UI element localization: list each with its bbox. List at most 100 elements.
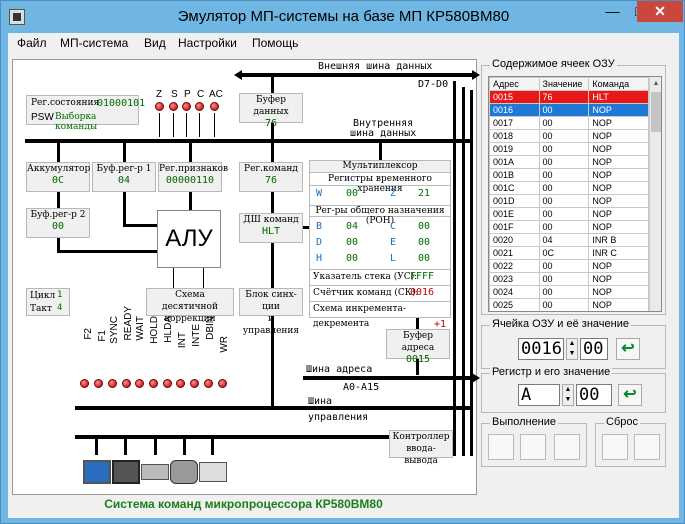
ram-command-cell: INR B <box>588 233 649 247</box>
scroll-up-icon[interactable]: ▲ <box>652 80 660 87</box>
printer-icon[interactable] <box>199 462 227 482</box>
address-bus-label: Шина адреса <box>306 364 373 375</box>
register-panel: Регистр и его значение A ▲▼ 00 ↩ <box>481 366 666 413</box>
sync-control-unit: Блок синх-ции и управления <box>239 288 303 336</box>
buffer-register-2: Буф.рег-р 2 00 <box>26 208 90 238</box>
ram-value-cell: 00 <box>538 168 590 182</box>
flags-register: Рег.признаков 00000110 <box>158 162 228 192</box>
scroll-thumb[interactable] <box>651 92 661 132</box>
address-bus-pins: A0-A15 <box>343 382 380 393</box>
app-icon[interactable] <box>9 9 25 25</box>
ram-command-cell: NOP <box>588 168 649 182</box>
ram-command-cell: NOP <box>588 116 649 130</box>
ram-value-cell: 00 <box>538 129 590 143</box>
ram-address-cell: 0015 <box>489 90 540 104</box>
menu-settings[interactable]: Настройки <box>178 36 237 50</box>
ram-command-cell: NOP <box>588 103 649 117</box>
ram-address-cell: 001C <box>489 181 540 195</box>
register-value-input[interactable]: 00 <box>576 384 612 406</box>
wait-led <box>135 379 144 388</box>
ram-address-stepper[interactable]: ▲▼ <box>566 338 578 360</box>
register-stepper[interactable]: ▲▼ <box>562 384 574 406</box>
address-buffer: Буфер адреса 0015 <box>386 329 450 365</box>
accumulator: Аккумулятор 0C <box>26 162 90 192</box>
ram-address-cell: 0016 <box>489 103 540 117</box>
multiplexer: Мультиплексор Регистры временного хранен… <box>309 160 451 330</box>
ram-scrollbar[interactable]: ▲ <box>649 77 661 311</box>
menu-bar: Файл МП-система Вид Настройки Помощь <box>8 33 679 53</box>
ram-command-cell: NOP <box>588 181 649 195</box>
external-data-pins: D7-D0 <box>418 79 449 90</box>
ram-address-cell: 0023 <box>489 272 540 286</box>
minimize-button[interactable]: — <box>605 3 620 19</box>
ram-address-cell: 001F <box>489 220 540 234</box>
internal-bus-label-1: Внутренняя <box>353 118 414 129</box>
hlda-led <box>163 379 172 388</box>
reset-panel: Сброс <box>595 416 666 467</box>
accumulator-value: 0C <box>51 175 65 186</box>
incdec-value: +1 <box>434 319 447 330</box>
reset-memory-button[interactable] <box>602 434 628 460</box>
close-button[interactable]: ✕ <box>637 1 683 22</box>
ram-value-cell: 76 <box>538 90 590 104</box>
buffer-register-1: Буф.рег-р 1 04 <box>92 162 156 192</box>
ram-address-cell: 0021 <box>489 246 540 260</box>
disk-drive-icon[interactable] <box>141 464 169 480</box>
ram-value-cell: 00 <box>538 259 590 273</box>
ram-command-cell: NOP <box>588 298 649 311</box>
reg-b-value: 04 <box>346 221 359 232</box>
register-apply-button[interactable]: ↩ <box>618 384 642 406</box>
ram-address-input[interactable]: 0016 <box>518 338 564 360</box>
floppy-disk-icon[interactable] <box>112 460 140 484</box>
monitor-icon[interactable] <box>83 460 111 484</box>
command-register: Рег.команд 76 <box>239 162 303 192</box>
ram-address-cell: 001E <box>489 207 540 221</box>
reg-h-value: 00 <box>346 253 359 264</box>
ram-value-cell: 00 <box>538 194 590 208</box>
reg-e-value: 00 <box>418 237 431 248</box>
menu-view[interactable]: Вид <box>144 36 166 50</box>
ram-address-cell: 0024 <box>489 285 540 299</box>
ram-value-cell: 00 <box>538 207 590 221</box>
ram-apply-button[interactable]: ↩ <box>616 338 640 360</box>
ram-address-cell: 001A <box>489 155 540 169</box>
menu-help[interactable]: Помощь <box>252 36 299 50</box>
ram-address-cell: 0017 <box>489 116 540 130</box>
control-bus-label-1: Шина <box>308 396 333 407</box>
menu-file[interactable]: Файл <box>17 36 47 50</box>
ram-value-cell: 00 <box>538 103 590 117</box>
register-select[interactable]: A <box>518 384 560 406</box>
cycle-step-button[interactable] <box>554 434 580 460</box>
data-buffer: Буфер данных 76 <box>239 93 303 129</box>
ram-command-cell: NOP <box>588 259 649 273</box>
tape-reels-icon[interactable] <box>170 460 198 484</box>
reset-registers-button[interactable] <box>634 434 660 460</box>
step-button[interactable] <box>520 434 546 460</box>
ram-value-input[interactable]: 00 <box>580 338 608 360</box>
run-button[interactable] <box>488 434 514 460</box>
menu-mp-system[interactable]: МП-система <box>60 36 129 50</box>
ram-command-cell: NOP <box>588 142 649 156</box>
ready-led <box>122 379 131 388</box>
ram-command-cell: NOP <box>588 220 649 234</box>
psw-state: Выборка команды <box>55 112 98 132</box>
